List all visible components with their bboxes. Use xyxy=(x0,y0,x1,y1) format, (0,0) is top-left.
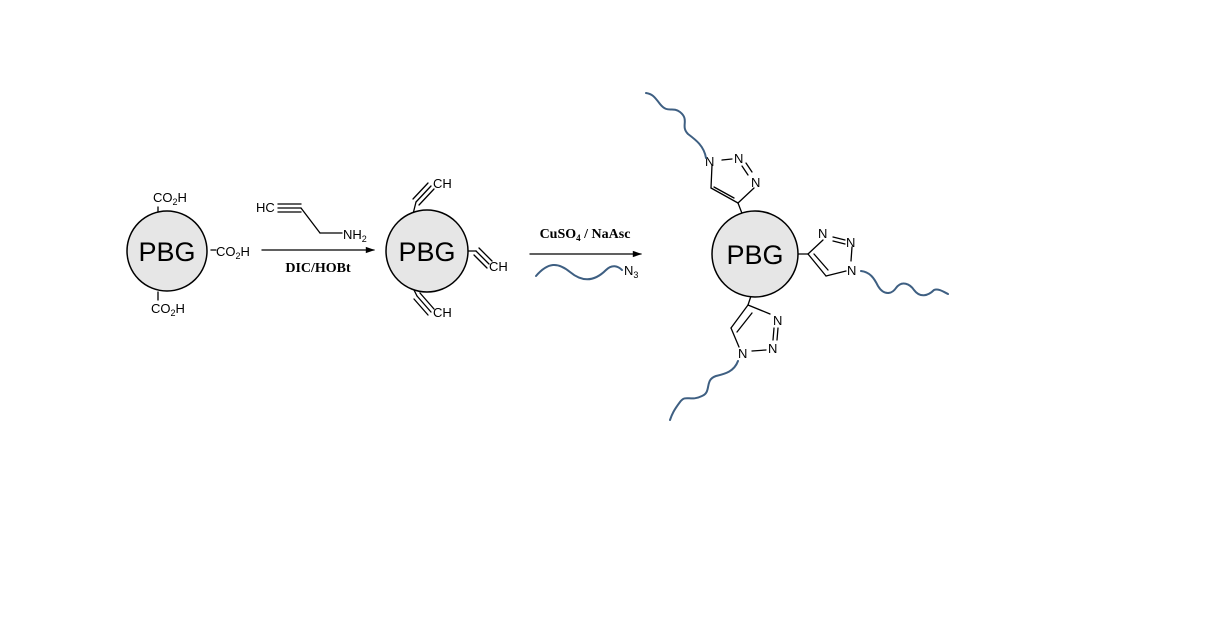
co2h-top: CO2H xyxy=(153,190,187,207)
bead-triazole-product: N N N N N N xyxy=(645,92,949,421)
co2h-bottom: CO2H xyxy=(151,301,185,318)
n2-bottom: N xyxy=(768,341,777,356)
condition-dic-hobt: DIC/HOBt xyxy=(285,261,351,276)
pbg-bead-2 xyxy=(385,209,469,293)
bead-carboxylic: PBG CO2H CO2H CO2H xyxy=(126,190,250,318)
polymer-chain-top xyxy=(645,92,707,159)
ch-top: CH xyxy=(433,176,452,191)
polymer-chain-reagent xyxy=(535,264,623,281)
pbg-label-1: PBG xyxy=(138,237,195,267)
hc-label: HC xyxy=(256,200,275,215)
triazole-top: N N N xyxy=(645,92,760,217)
n3-top: N xyxy=(751,175,760,190)
pbg-label-2: PBG xyxy=(398,237,455,267)
ch-bottom: CH xyxy=(433,305,452,320)
polymer-chain-bottom xyxy=(669,360,739,421)
pbg-label-3: PBG xyxy=(726,240,783,270)
n3-bottom: N xyxy=(773,313,782,328)
bead-alkyne: CH CH CH PBG xyxy=(385,176,508,320)
nh2-label: NH2 xyxy=(343,227,367,244)
triazole-right: N N N xyxy=(797,226,949,297)
pbg-bead-3 xyxy=(711,210,799,298)
n2-right: N xyxy=(846,235,855,250)
reagent-propargylamine: HC NH2 xyxy=(256,200,367,244)
condition-cuso4-naasc: CuSO4 / NaAsc xyxy=(540,227,631,243)
n1-top: N xyxy=(705,154,714,169)
co2h-right: CO2H xyxy=(216,244,250,261)
n2-top: N xyxy=(734,151,743,166)
triazole-bottom: N N N xyxy=(669,292,782,421)
polymer-chain-right xyxy=(860,270,949,297)
ch-right: CH xyxy=(489,259,508,274)
n1-right: N xyxy=(818,226,827,241)
reagent-polymer-azide: N3 xyxy=(535,263,638,281)
n1-bottom: N xyxy=(738,346,747,361)
n3-right: N xyxy=(847,263,856,278)
n3-label: N3 xyxy=(624,263,638,280)
pbg-bead-1 xyxy=(126,210,208,292)
